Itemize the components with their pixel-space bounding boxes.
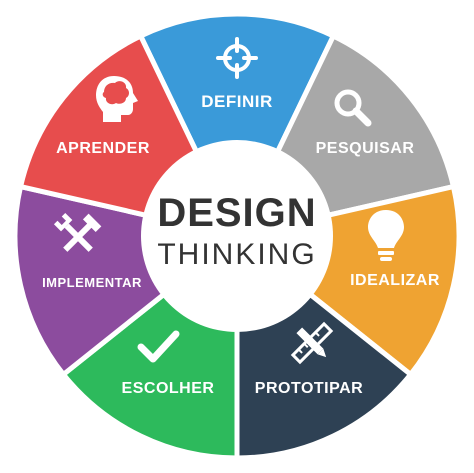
label-idealizar: IDEALIZAR [350,272,440,289]
brain-head-icon [96,76,138,122]
center-title: DESIGN [157,191,316,235]
label-prototipar: PROTOTIPAR [255,380,363,397]
label-escolher: ESCOLHER [122,380,215,397]
label-aprender: APRENDER [56,140,150,157]
checkmark-icon [137,330,180,363]
label-pesquisar: PESQUISAR [316,140,415,157]
target-icon [216,37,258,79]
tools-icon [53,212,102,252]
label-implementar: IMPLEMENTAR [42,275,142,290]
lightbulb-icon [368,210,404,261]
center-subtitle: THINKING [157,238,316,271]
center-circle [141,140,333,332]
pencil-ruler-icon [290,321,334,365]
label-definir: DEFINIR [201,92,273,111]
magnifier-icon [334,89,372,127]
